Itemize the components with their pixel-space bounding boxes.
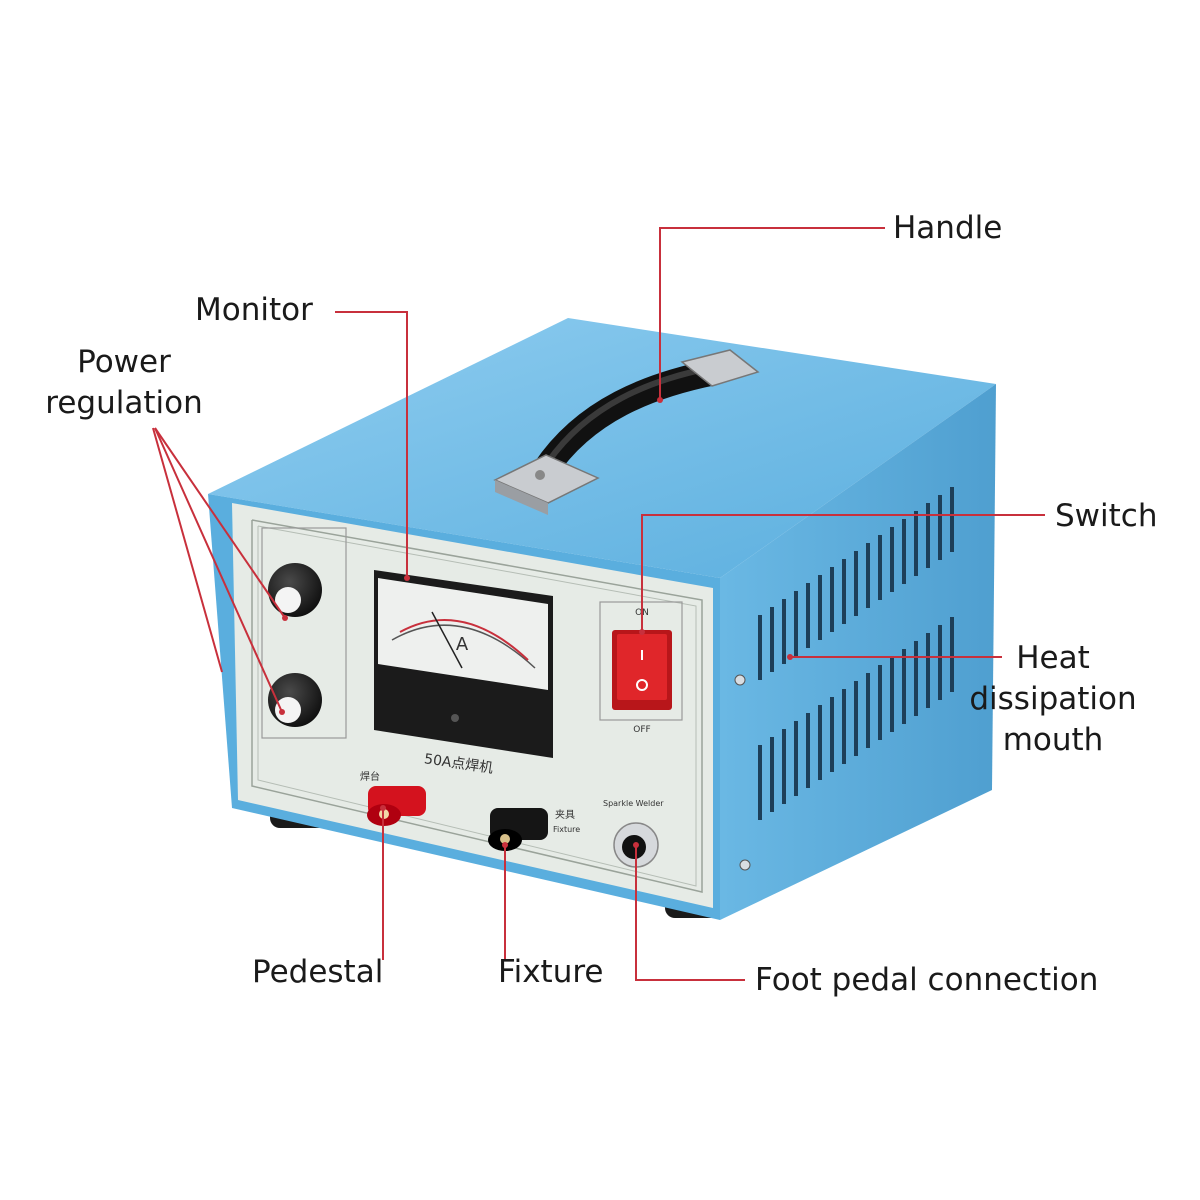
label-foot-pedal-connection: Foot pedal connection <box>755 962 1099 998</box>
leader-switch <box>641 514 1045 632</box>
label-handle: Handle <box>893 210 1003 246</box>
label-fixture: Fixture <box>498 954 604 990</box>
label-monitor: Monitor <box>195 292 313 328</box>
label-switch: Switch <box>1055 498 1158 534</box>
leader-lines <box>152 227 1045 981</box>
label-power-regulation-line1: Power <box>77 344 171 380</box>
label-heat-line3: mouth <box>1002 722 1104 758</box>
fixture-terminal: 夹具 Fixture <box>488 808 580 851</box>
leader-monitor <box>335 311 408 578</box>
label-heat-dissipation: Heat dissipation mouth <box>955 638 1151 761</box>
ammeter-monitor: A <box>374 570 553 758</box>
leader-dots <box>279 397 793 848</box>
fixture-en-text: Fixture <box>553 825 580 834</box>
power-regulation-knobs <box>261 527 347 739</box>
leader-power-2 <box>154 427 283 713</box>
meter-unit: A <box>456 634 469 655</box>
leader-foot-pedal <box>635 845 745 981</box>
leader-power-frame <box>152 427 223 673</box>
vent-slots <box>758 487 954 820</box>
sparkle-welder-text: Sparkle Welder <box>603 799 664 808</box>
leader-handle <box>659 227 885 400</box>
label-heat-line1: Heat <box>1016 640 1090 676</box>
label-heat-line2: dissipation <box>969 681 1137 717</box>
power-switch: ON OFF <box>599 601 683 735</box>
carry-handle <box>493 349 760 515</box>
switch-off-text: OFF <box>633 725 650 735</box>
label-power-regulation: Power regulation <box>38 342 210 424</box>
leader-power-1 <box>154 427 286 619</box>
fixture-cn-text: 夹具 <box>555 808 575 821</box>
top-face <box>208 318 996 578</box>
label-power-regulation-line2: regulation <box>45 385 203 421</box>
pedestal-cn-text: 焊台 <box>360 770 380 783</box>
label-pedestal: Pedestal <box>252 954 384 990</box>
